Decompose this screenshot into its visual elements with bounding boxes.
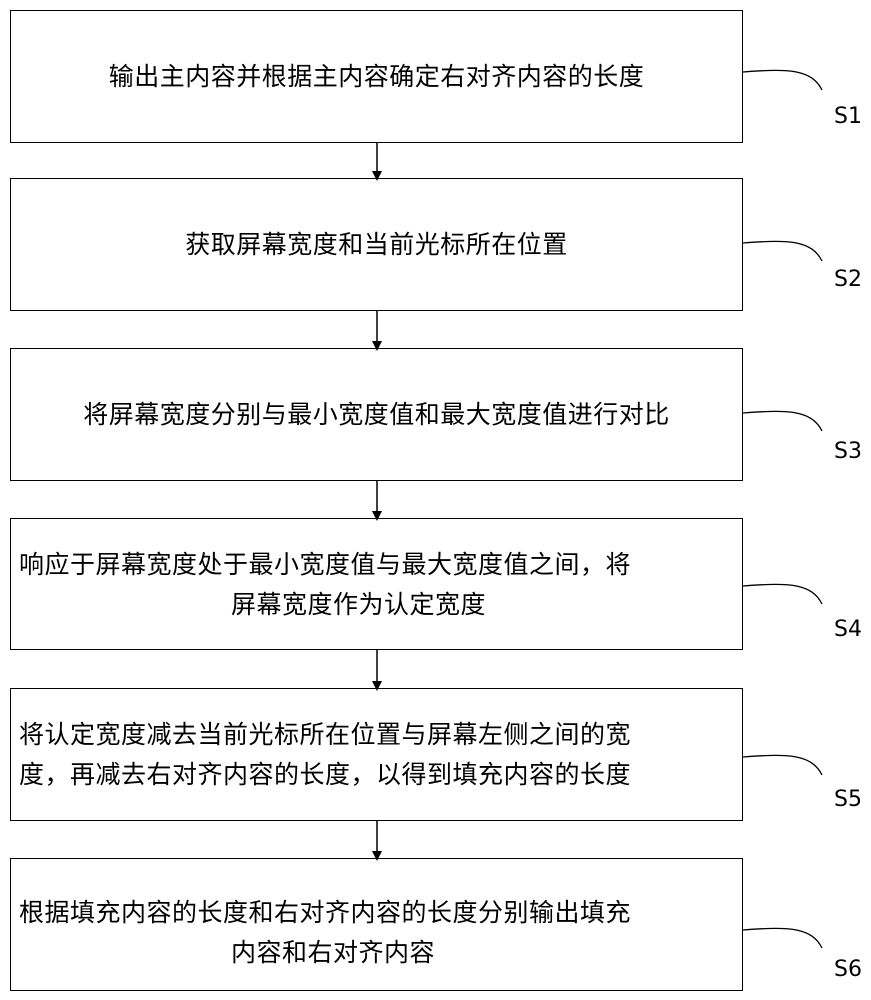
step-label-s3: S3 — [834, 439, 862, 464]
step-box-s2: 获取屏幕宽度和当前光标所在位置 — [10, 178, 743, 311]
step-s4-text-line2: 屏幕宽度作为认定宽度 — [231, 590, 487, 619]
step-label-s6: S6 — [834, 957, 862, 982]
leader-s5 — [742, 754, 823, 776]
leader-s2 — [742, 240, 823, 262]
step-label-s1: S1 — [834, 104, 862, 129]
step-label-s4: S4 — [834, 617, 862, 642]
step-box-s3: 将屏幕宽度分别与最小宽度值和最大宽度值进行对比 — [10, 348, 743, 481]
leader-s6 — [742, 927, 823, 949]
leader-s1 — [742, 69, 823, 91]
step-s1-text: 输出主内容并根据主内容确定右对齐内容的长度 — [108, 62, 645, 91]
step-s6-text-line2: 内容和右对齐内容 — [231, 938, 436, 967]
step-s2-text: 获取屏幕宽度和当前光标所在位置 — [185, 230, 568, 259]
step-s5-text-line1: 将认定宽度减去当前光标所在位置与屏幕左侧之间的宽 — [19, 720, 632, 749]
step-s4-text-line1: 响应于屏幕宽度处于最小宽度值与最大宽度值之间，将 — [19, 550, 632, 579]
step-s3-text: 将屏幕宽度分别与最小宽度值和最大宽度值进行对比 — [83, 400, 670, 429]
step-box-s4: 响应于屏幕宽度处于最小宽度值与最大宽度值之间，将 屏幕宽度作为认定宽度 — [10, 518, 743, 650]
label-leaders — [742, 69, 823, 949]
leader-s3 — [742, 410, 823, 432]
step-s5-text-line2: 度，再减去右对齐内容的长度，以得到填充内容的长度 — [19, 760, 632, 789]
step-box-s6: 根据填充内容的长度和右对齐内容的长度分别输出填充 内容和右对齐内容 — [10, 858, 743, 991]
step-s6-text-line1: 根据填充内容的长度和右对齐内容的长度分别输出填充 — [19, 898, 632, 927]
step-label-s5: S5 — [834, 787, 862, 812]
step-box-s5: 将认定宽度减去当前光标所在位置与屏幕左侧之间的宽 度，再减去右对齐内容的长度，以… — [10, 688, 743, 821]
step-box-s1: 输出主内容并根据主内容确定右对齐内容的长度 — [10, 10, 743, 143]
step-label-s2: S2 — [834, 267, 862, 292]
leader-s4 — [742, 583, 823, 605]
